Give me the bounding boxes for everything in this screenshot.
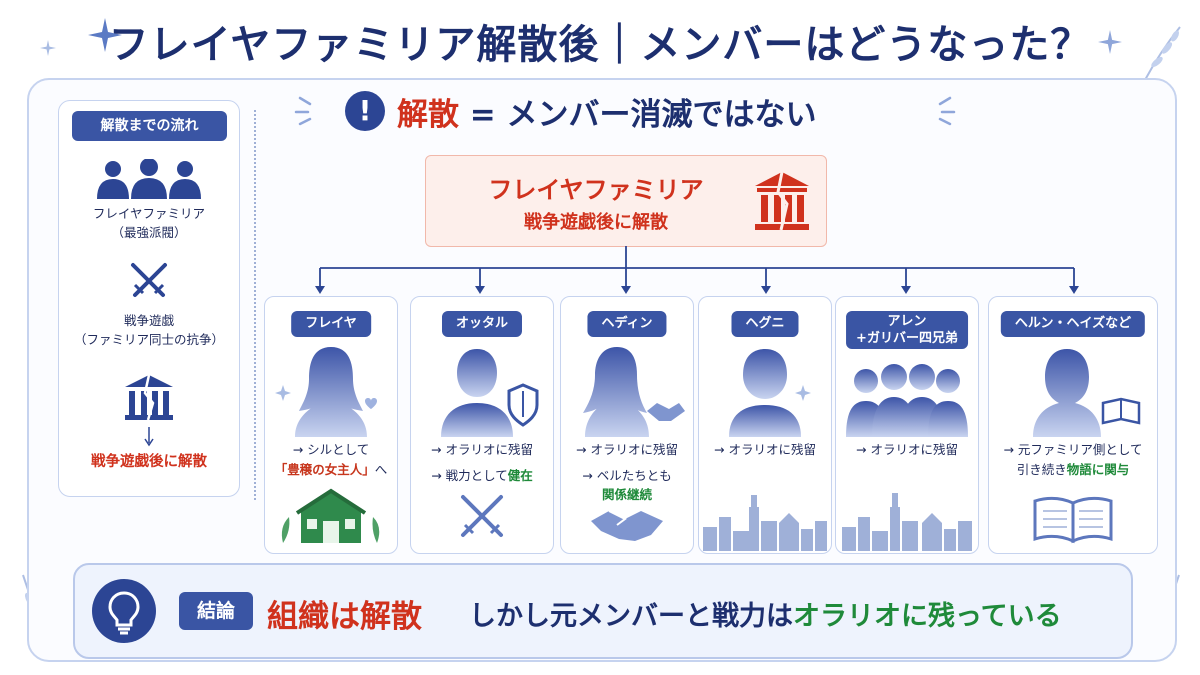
sparkle-icon: [88, 18, 122, 52]
flow-step1: フレイヤファミリア: [92, 206, 206, 221]
member-name: フレイヤ: [291, 311, 371, 337]
member-fate: → オラリオに残留: [714, 442, 816, 457]
member-card-hedin: ヘディン → オラリオに残留 → ベルたちとも 関係継続: [560, 296, 694, 554]
member-name: ヘルン・ヘイズなど: [1000, 311, 1146, 337]
broken-building-icon: [125, 374, 173, 421]
headline-row: ! 解散 = メンバー消滅ではない: [345, 86, 817, 136]
member-fate: → オラリオに残留: [856, 442, 958, 457]
center-subtitle: 戦争遊戯後に解散: [524, 212, 668, 233]
open-book-icon: [1033, 496, 1113, 544]
crossed-swords-icon: [131, 263, 167, 297]
house-icon: [281, 488, 380, 543]
sparkle-icon: [1098, 30, 1122, 54]
group-silhouette-icon: [846, 364, 968, 437]
headline: 解散 = メンバー消滅ではない: [397, 96, 817, 133]
flow-result: 戦争遊戯後に解散: [91, 454, 207, 470]
city-skyline-icon: [703, 495, 827, 551]
emphasis-lines-icon: [294, 96, 312, 126]
flow-step2-sub: （ファミリア同士の抗争）: [73, 332, 224, 347]
woman-silhouette-icon: [1033, 349, 1141, 437]
flow-heading: 解散までの流れ: [72, 111, 227, 141]
member-name: アレン +ガリバー四兄弟: [846, 311, 968, 349]
lightbulb-icon: [92, 579, 156, 643]
member-fate: → オラリオに残留 → 戦力として健在: [431, 442, 533, 483]
people-icon: [97, 159, 201, 199]
member-card-heln-heith: ヘルン・ヘイズなど → 元ファミリア側として 引き続き物語に関与: [988, 296, 1158, 554]
leaf-decoration-icon: [1144, 26, 1181, 81]
emphasis-lines-icon: [938, 96, 956, 126]
man-silhouette-icon: [441, 349, 539, 437]
member-fate: → シルとして 「豊穣の女主人」へ: [274, 442, 388, 477]
flow-step2: 戦争遊戯: [123, 313, 174, 328]
member-name: オッタル: [441, 311, 523, 337]
conclusion-badge: 結論: [179, 592, 253, 630]
broken-temple-icon: [755, 171, 809, 231]
city-skyline-icon: [842, 493, 972, 551]
member-name: ヘグニ: [731, 311, 799, 337]
page-title: フレイヤファミリア解散後｜メンバーはどうなった？: [108, 22, 1092, 68]
flow-panel: 解散までの流れ フレイヤファミリア （最強派閥） 戦争遊戯 （ファミリア同士の抗…: [58, 100, 240, 497]
member-card-ottar: オッタル → オラリオに残留 → 戦力として健在: [410, 296, 554, 554]
exclamation-icon: !: [345, 91, 385, 131]
woman-silhouette-icon: [275, 347, 377, 437]
member-card-allen: アレン +ガリバー四兄弟 → オラリオに残留: [835, 296, 979, 554]
member-fate: → 元ファミリア側として 引き続き物語に関与: [1003, 442, 1143, 477]
long-hair-silhouette-icon: [583, 347, 685, 437]
member-card-freya: フレイヤ → シルとして 「豊穣の女主人」へ: [264, 296, 398, 554]
conclusion-main: 組織は解散: [267, 599, 422, 635]
flow-step1-sub: （最強派閥）: [111, 225, 187, 240]
member-fate: → オラリオに残留 → ベルたちとも 関係継続: [576, 442, 678, 502]
man-silhouette-icon: [729, 349, 811, 437]
arrow-down-icon: [144, 427, 154, 447]
disband-box: フレイヤファミリア 戦争遊戯後に解散: [425, 155, 827, 247]
member-card-hogni: ヘグニ → オラリオに残留: [698, 296, 832, 554]
center-title: フレイヤファミリア: [488, 176, 704, 204]
crossed-swords-icon: [461, 495, 503, 537]
conclusion-rest: しかし元メンバーと戦力はオラリオに残っている: [469, 601, 1062, 632]
sparkle-icon: [40, 40, 56, 56]
conclusion-bar: 結論 組織は解散 しかし元メンバーと戦力はオラリオに残っている: [73, 563, 1133, 659]
handshake-icon: [591, 510, 663, 541]
member-name: ヘディン: [587, 311, 667, 337]
dotted-divider: [254, 110, 256, 500]
